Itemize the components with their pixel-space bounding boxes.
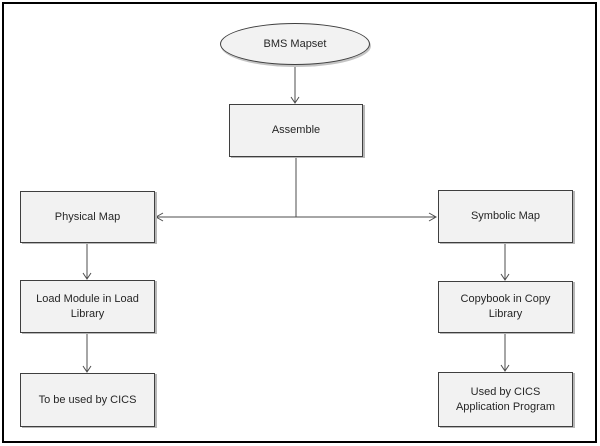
node-copybook: Copybook in Copy Library xyxy=(438,281,573,333)
node-assemble-label: Assemble xyxy=(271,124,321,137)
node-to-be-used-label: To be used by CICS xyxy=(38,393,137,406)
node-physical-map-label: Physical Map xyxy=(54,210,121,223)
arrowhead-physical-map xyxy=(154,212,164,222)
node-copybook-label: Copybook in Copy Library xyxy=(460,293,551,320)
node-load-module: Load Module in Load Library xyxy=(20,280,155,333)
node-symbolic-map: Symbolic Map xyxy=(438,190,573,243)
node-assemble: Assemble xyxy=(229,104,363,157)
node-used-by-label: Used by CICS Application Program xyxy=(455,385,556,413)
node-to-be-used: To be used by CICS xyxy=(20,373,155,427)
node-bms-mapset-label: BMS Mapset xyxy=(263,37,327,50)
node-physical-map: Physical Map xyxy=(20,191,155,243)
node-load-module-label: Load Module in Load Library xyxy=(36,292,139,320)
arrowhead-symbolic-map xyxy=(428,212,438,222)
node-bms-mapset: BMS Mapset xyxy=(220,23,370,65)
arrowhead-to-be-used xyxy=(82,365,92,373)
node-used-by: Used by CICS Application Program xyxy=(438,372,573,427)
node-symbolic-map-label: Symbolic Map xyxy=(470,210,541,223)
arrowhead-copybook xyxy=(500,273,510,281)
connector-group xyxy=(82,65,510,373)
arrowhead-assemble xyxy=(290,96,300,104)
arrowhead-load-module xyxy=(82,272,92,280)
arrowhead-used-by xyxy=(500,364,510,372)
